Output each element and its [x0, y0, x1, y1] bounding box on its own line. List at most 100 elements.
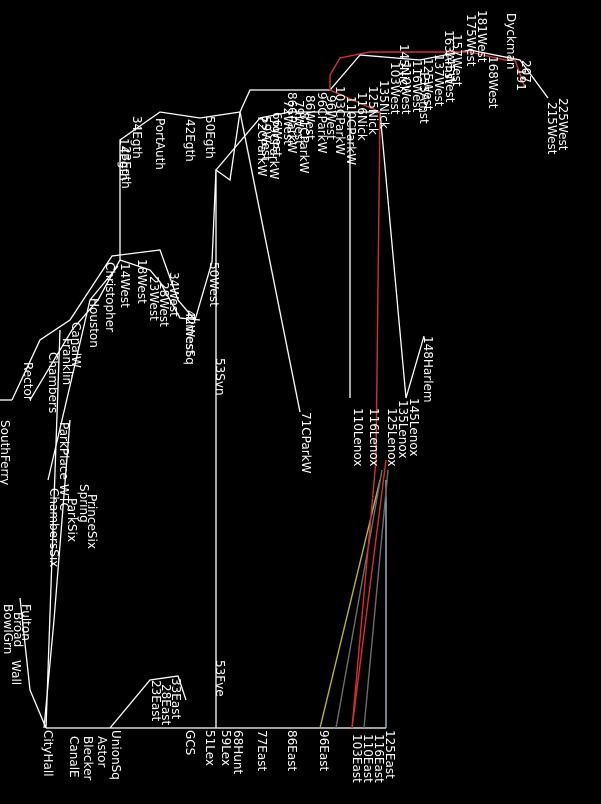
station-label-schamb: Chambers	[46, 352, 60, 413]
station-label-swall: Wall	[9, 660, 23, 685]
station-label-s86cp: 86CParkW	[285, 92, 299, 154]
route-eighth	[29, 111, 241, 401]
station-label-s145nick: 145Nick	[397, 44, 411, 93]
station-label-sgcs: GCS	[183, 730, 197, 755]
station-label-s103w: 103West	[388, 62, 402, 115]
station-label-s157w: 157West	[450, 34, 464, 87]
station-label-s168w: 168West	[486, 56, 500, 109]
station-label-s14w: 14West	[118, 263, 132, 308]
station-label-sdyck: Dyckman	[504, 13, 518, 70]
station-label-s42w: 42West	[183, 310, 197, 355]
station-label-s103cp: 103CParkW	[333, 86, 347, 155]
station-label-s42e: 42Egth	[183, 119, 197, 162]
station-label-s191: 191	[514, 68, 528, 91]
station-label-s51l: 51Lex	[203, 730, 217, 766]
station-label-s175w: 175West	[464, 14, 478, 67]
station-label-s125l: 125Lenox	[385, 408, 399, 466]
station-label-s125nick: 125Nick	[366, 86, 380, 135]
route-gray-branch-2	[363, 469, 389, 729]
station-label-s86e: 86East	[285, 730, 299, 771]
station-label-ssouth: SouthFerry	[0, 420, 12, 485]
station-label-s155amst: 155Amst	[417, 70, 431, 124]
station-label-s81cp: 81CParkW	[297, 112, 311, 174]
station-label-sbroad: Broad	[11, 612, 25, 647]
route-lower-west	[45, 329, 61, 729]
route-harlem	[379, 111, 425, 399]
station-label-srector: Rector	[21, 362, 35, 401]
station-label-s110cp: 110CParkW	[344, 96, 358, 165]
route-lower-east	[19, 597, 47, 729]
route-sixth	[47, 265, 119, 481]
route-cpw	[215, 111, 380, 171]
station-label-sparksix: ParkSix	[65, 498, 79, 542]
station-label-s116nick: 116Nick	[355, 92, 369, 141]
route-red-branch	[351, 459, 387, 729]
station-label-s72cp: 72CParkW	[255, 115, 269, 177]
station-label-sunion: UnionSq	[109, 730, 123, 780]
route-71	[239, 111, 301, 413]
station-label-s225w: 225West	[556, 98, 570, 151]
station-label-sastor: Astor	[95, 736, 109, 768]
station-label-s110l: 110Lenox	[351, 408, 365, 466]
station-label-s125e: 125East	[383, 730, 397, 779]
station-label-s79w: 79West	[292, 100, 306, 145]
station-label-s116l: 116Lenox	[367, 408, 381, 466]
station-label-s71cp: 71CParkW	[299, 412, 313, 474]
station-label-sbowl: BowlGrn	[1, 604, 15, 654]
station-label-s72w: 72West	[281, 100, 295, 145]
route-fourteenth	[119, 259, 201, 321]
station-label-schris: Christopher	[103, 262, 117, 332]
station-label-s96cp: 96CParkW	[315, 92, 329, 154]
station-label-shous: Houston	[87, 298, 101, 348]
route-red-west	[329, 51, 526, 729]
station-label-s79cp: 79CParkW	[267, 118, 281, 180]
station-label-s59w: 59West	[259, 116, 273, 161]
station-label-s145l: 145Lenox	[407, 398, 421, 456]
station-label-s103e: 103East	[350, 734, 364, 783]
station-label-s125w: 125West	[421, 58, 435, 111]
station-label-s59l: 59Lex	[219, 730, 233, 766]
station-label-s215w: 215West	[545, 102, 559, 155]
station-label-s23e2: 23East	[149, 680, 163, 721]
route-broadway	[11, 49, 549, 401]
station-label-sspring: Spring	[77, 484, 91, 523]
station-label-s137w: 137West	[432, 54, 446, 107]
station-label-s68h: 68Hunt	[231, 730, 245, 775]
station-label-swtc: WTC	[57, 484, 71, 511]
station-label-s116e: 116East	[372, 734, 386, 783]
station-label-s66w: 66West	[270, 112, 284, 157]
route-gray-branch	[335, 469, 383, 729]
route-lines	[0, 49, 549, 729]
station-label-sprince: PrinceSix	[85, 494, 99, 549]
station-label-s23w: 23West	[147, 276, 161, 321]
station-label-s96w: 96West	[324, 95, 338, 140]
station-label-s148h: 148Harlem	[421, 336, 435, 403]
station-label-schambsix: ChambersSix	[47, 488, 61, 567]
station-label-stimes: TimesSq	[183, 313, 197, 365]
station-label-s14e: 14Egth	[117, 138, 131, 181]
station-label-s96e: 96East	[317, 730, 331, 771]
station-label-sparkpl: ParkPlace	[57, 422, 71, 480]
station-label-s33e: 33East	[169, 678, 183, 719]
station-label-sfrank: Franklin	[60, 338, 74, 385]
station-label-scanale: CanalE	[67, 736, 81, 778]
station-label-s86w: 86West	[303, 95, 317, 140]
station-label-s110e: 110East	[361, 734, 375, 783]
station-label-s135l: 135Lenox	[396, 400, 410, 458]
station-label-s18w: 18West	[135, 259, 149, 304]
station-label-s145w: 145West	[443, 50, 457, 103]
station-label-s181w: 181West	[475, 10, 489, 63]
station-label-s50w: 50West	[207, 262, 221, 307]
station-label-s163amst: 163Amst	[442, 30, 456, 84]
station-label-s207: 207	[519, 60, 533, 83]
station-label-s110w: 110West	[399, 62, 413, 115]
station-label-sfulton: Fulton	[19, 604, 33, 641]
station-label-scanal: CanalW	[69, 322, 83, 368]
station-label-sporta: PortAuth	[153, 118, 167, 170]
station-label-s34w: 34West	[167, 272, 181, 317]
station-label-s34e: 34Egth	[130, 116, 144, 159]
route-east-23	[109, 675, 187, 729]
